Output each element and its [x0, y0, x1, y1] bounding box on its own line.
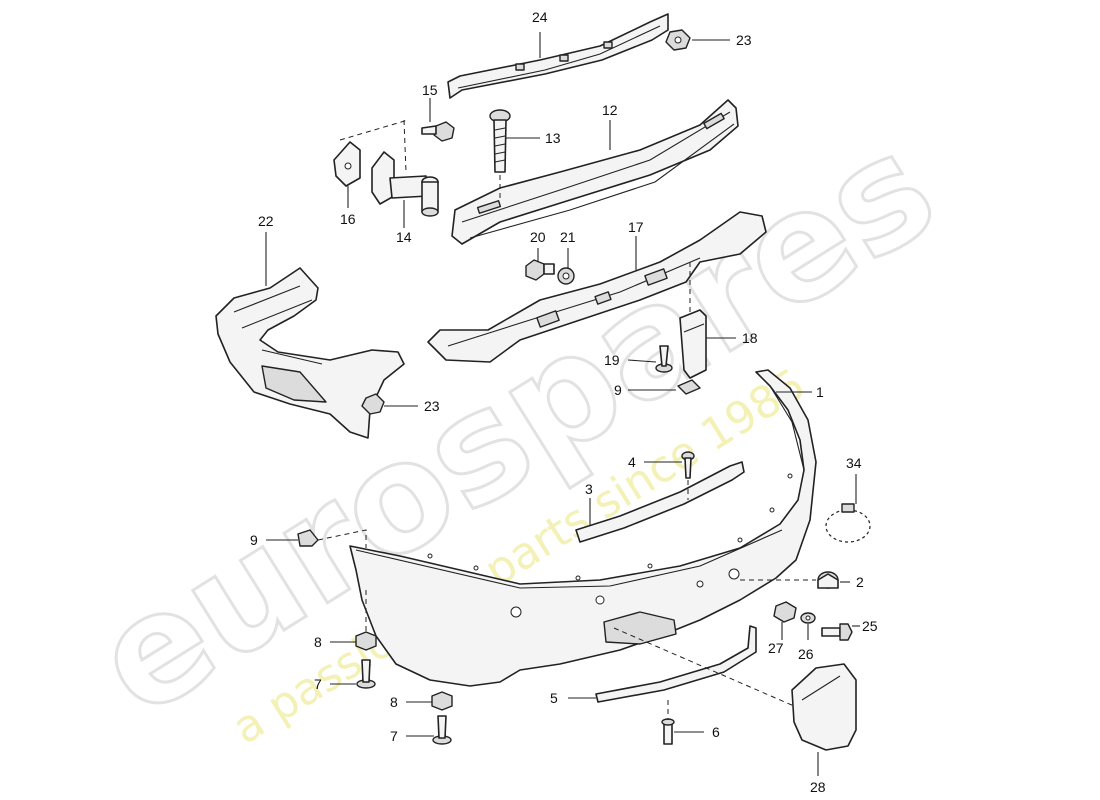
leader-lines: [265, 32, 860, 776]
callout-26: 26: [798, 646, 814, 662]
callout-19: 19: [604, 352, 620, 368]
part-16-plate: [333, 141, 361, 187]
part-28-tow-cover: [791, 663, 857, 751]
part-19-screw: [655, 345, 673, 373]
part-5-strip: [595, 625, 757, 703]
part-34-chain: [825, 503, 871, 543]
callout-28: 28: [810, 779, 826, 795]
part-2-plug: [817, 571, 839, 589]
part-13-bolt: [489, 109, 511, 200]
callout-16: 16: [340, 211, 356, 227]
part-27-nut: [773, 601, 797, 623]
callout-labels: 24 23 15 12 13 16 14 22 20 21 17 18 19 9…: [250, 9, 878, 795]
part-15-bolt: [421, 121, 455, 142]
callout-14: 14: [396, 229, 412, 245]
callout-20: 20: [530, 229, 546, 245]
callout-21: 21: [560, 229, 576, 245]
callout-23-top: 23: [736, 32, 752, 48]
part-25-screw: [821, 623, 853, 641]
part-23-nut-top: [665, 29, 691, 51]
part-8-nut-mid: [431, 691, 453, 711]
part-24-strip: [447, 13, 669, 99]
part-12-beam: [451, 99, 739, 245]
part-9-clip-lower: [297, 529, 319, 547]
part-18-bracket: [679, 309, 707, 379]
callout-15: 15: [422, 82, 438, 98]
callout-12: 12: [602, 102, 618, 118]
callout-8-left: 8: [314, 634, 322, 650]
callout-24: 24: [532, 9, 548, 25]
callout-7-mid: 7: [390, 728, 398, 744]
callout-2: 2: [856, 574, 864, 590]
callout-34: 34: [846, 455, 862, 471]
part-6-rivet: [661, 718, 675, 745]
callout-9-upper: 9: [614, 382, 622, 398]
callout-8-mid: 8: [390, 694, 398, 710]
callout-13: 13: [545, 130, 561, 146]
callout-5: 5: [550, 690, 558, 706]
callout-18: 18: [742, 330, 758, 346]
part-7-screw-mid: [432, 715, 452, 745]
part-9-clip-upper: [677, 379, 701, 395]
part-1-bumper-cover: [349, 369, 817, 687]
part-7-screw-left: [356, 659, 376, 689]
part-4-screw: [681, 451, 695, 479]
part-8-nut-left: [355, 631, 377, 651]
callout-1: 1: [816, 384, 824, 400]
part-17-absorber: [427, 211, 767, 363]
callout-27: 27: [768, 640, 784, 656]
callout-25: 25: [862, 618, 878, 634]
part-14-bracket: [371, 151, 439, 217]
callout-6: 6: [712, 724, 720, 740]
part-26-washer: [800, 612, 816, 624]
callout-3: 3: [585, 481, 593, 497]
callout-17: 17: [628, 219, 644, 235]
callout-9-lower: 9: [250, 532, 258, 548]
part-22-side-bracket: [215, 267, 405, 439]
part-21-washer: [557, 267, 575, 285]
callout-22: 22: [258, 213, 274, 229]
part-20-bolt: [525, 259, 555, 281]
callout-4: 4: [628, 454, 636, 470]
part-3-strip: [575, 461, 745, 543]
callout-23-left: 23: [424, 398, 440, 414]
callout-7-left: 7: [314, 676, 322, 692]
